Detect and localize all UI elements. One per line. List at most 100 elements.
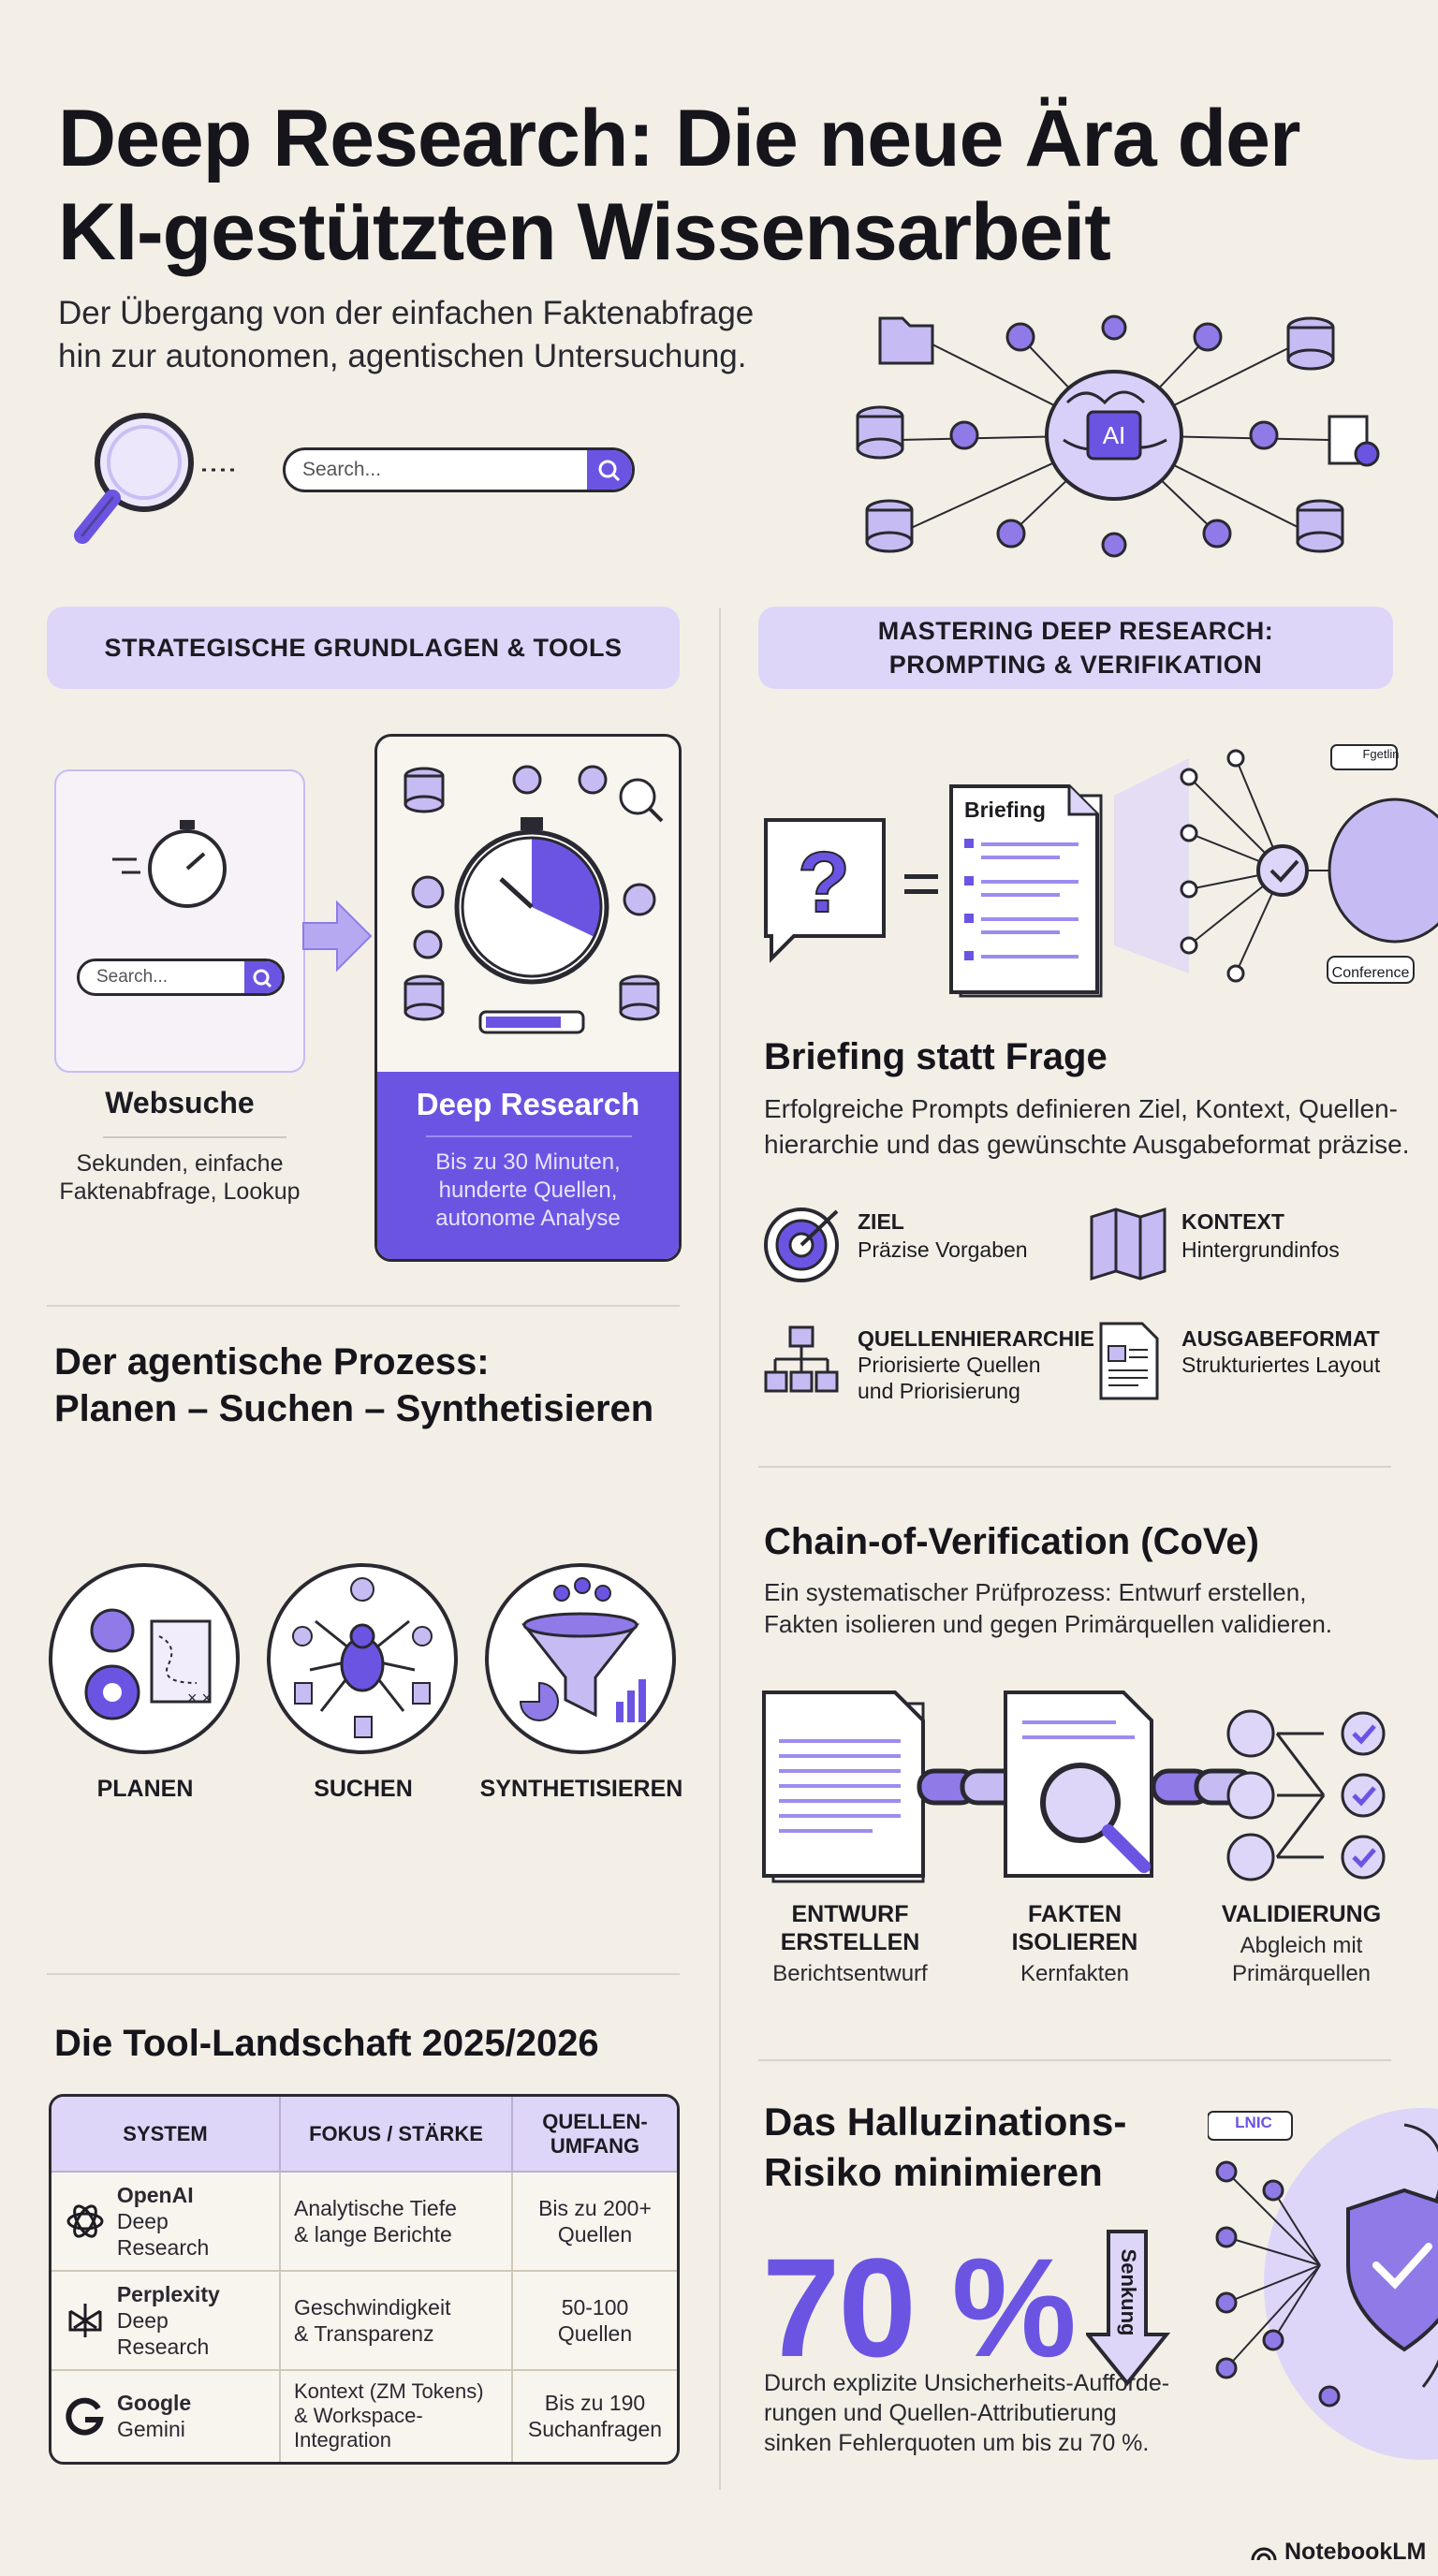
cove-step-validierung: VALIDIERUNG: [1221, 1901, 1382, 1927]
deep-research-title: Deep Research: [416, 1087, 640, 1121]
system-sub: Gemini: [117, 2417, 185, 2442]
halluc-title: Das Halluzinations-Risiko minimieren: [764, 2100, 1127, 2194]
page-title: Deep Research: Die neue Ära der KI-gestü…: [58, 92, 1369, 279]
cove-step-fakten-desc: Kernfakten: [1020, 1961, 1130, 1986]
search-button[interactable]: [587, 450, 632, 490]
system-name: Perplexity: [116, 2281, 220, 2306]
synthetisieren-funnel-icon: [485, 1563, 676, 1754]
briefing-title: Briefing statt Frage: [764, 1036, 1108, 1077]
equals-icon: [904, 874, 938, 894]
deep-research-card: Deep Research Bis zu 30 Minuten,hunderte…: [374, 734, 682, 1262]
target-icon: [764, 1208, 839, 1282]
left-divider-2: [47, 1973, 680, 1975]
websuche-search-placeholder: Search...: [96, 967, 169, 987]
cove-chain-illustration: [762, 1690, 1386, 1883]
google-logo-icon: [66, 2397, 104, 2436]
magnifier-icon: [74, 413, 234, 544]
tag-top: Fgetlin: [1362, 747, 1400, 761]
websuche-search-button[interactable]: [244, 961, 282, 993]
search-icon: [253, 969, 272, 988]
footer-brand-text: NotebookLM: [1284, 2539, 1427, 2565]
deep-research-panel: Deep Research Bis zu 30 Minuten,hunderte…: [377, 1072, 679, 1259]
system-sub: Deep Research: [116, 2208, 210, 2260]
deep-research-desc: Bis zu 30 Minuten,hunderte Quellen,auton…: [435, 1149, 621, 1231]
search-placeholder: Search...: [302, 459, 382, 480]
ai-chip-label: AI: [1103, 421, 1126, 449]
halluc-badge: LNIC: [1235, 2114, 1272, 2131]
svg-text:?: ?: [798, 835, 850, 930]
left-divider-1: [47, 1305, 680, 1307]
right-divider-1: [758, 1466, 1391, 1468]
openai-logo-icon: [66, 2204, 104, 2238]
briefing-document-icon: [949, 784, 1103, 998]
stopwatch-icon: [112, 820, 227, 908]
briefing-doc-label: Briefing: [964, 798, 1046, 822]
shield-brain-illustration: [1208, 2108, 1438, 2460]
svg-text:× ×: × ×: [187, 1689, 212, 1707]
arrow-right-icon: [302, 900, 373, 973]
planen-icon: × ×: [49, 1563, 240, 1754]
system-name: OpenAI: [116, 2182, 194, 2207]
arrow-label: Senkung: [1117, 2248, 1140, 2336]
left-section-head: STRATEGISCHE GRUNDLAGEN & TOOLS: [47, 607, 680, 689]
column-divider: [719, 608, 721, 2490]
hierarchy-icon: [764, 1325, 839, 1393]
websuche-card: Search...: [54, 769, 305, 1073]
deep-research-divider: [426, 1135, 632, 1137]
tool-table: SYSTEM FOKUS / STÄRKE QUELLEN-UMFANG Ope…: [49, 2094, 680, 2465]
title-line-2: KI-gestützten Wissensarbeit: [58, 187, 1111, 277]
step-planen: PLANEN: [96, 1776, 194, 1802]
ai-network-illustration: AI: [856, 315, 1380, 558]
system-sub: Deep Research: [116, 2307, 210, 2359]
header-search-input[interactable]: Search...: [283, 447, 635, 492]
system-name: Google: [117, 2391, 192, 2416]
page-subtitle: Der Übergang von der einfachen Faktenabf…: [58, 292, 863, 378]
map-icon: [1090, 1207, 1167, 1281]
document-format-icon: [1099, 1322, 1159, 1400]
suchen-spider-icon: [267, 1563, 458, 1754]
question-bubble-icon: ?: [764, 818, 886, 963]
websuche-title: Websuche: [105, 1086, 255, 1120]
perplexity-logo-icon: [68, 2303, 102, 2337]
tag-bottom: Conference: [1331, 965, 1410, 981]
search-icon: [598, 460, 621, 482]
col-header-sources: QUELLEN-UMFANG: [512, 2097, 677, 2173]
websuche-divider: [103, 1136, 286, 1138]
halluc-stat: 70 %: [762, 2229, 1077, 2386]
step-suchen: SUCHEN: [314, 1776, 413, 1802]
notebooklm-logo-icon: [1251, 2547, 1277, 2560]
subtitle-line-2: hin zur autonomen, agentischen Untersuch…: [58, 338, 747, 374]
cove-step-entwurf-desc: Berichtsentwurf: [772, 1961, 928, 1986]
footer-brand: NotebookLM: [1251, 2539, 1426, 2566]
cove-title: Chain-of-Verification (CoVe): [764, 1521, 1259, 1562]
right-section-head-text: MASTERING DEEP RESEARCH:PROMPTING & VERI…: [877, 617, 1274, 679]
halluc-desc: Durch explizite Unsicherheits-Aufforde-r…: [764, 2370, 1170, 2456]
subtitle-line-1: Der Übergang von der einfachen Faktenabf…: [58, 295, 755, 331]
right-divider-2: [758, 2059, 1391, 2061]
verified-network-illustration: [1114, 744, 1438, 984]
col-header-focus: FOKUS / STÄRKE: [280, 2097, 513, 2173]
arrow-down-icon: [1086, 2230, 1170, 2387]
tools-title: Die Tool-Landschaft 2025/2026: [54, 2023, 599, 2064]
col-header-system: SYSTEM: [51, 2097, 281, 2173]
title-line-1: Deep Research: Die neue Ära der: [58, 94, 1300, 183]
right-section-head: MASTERING DEEP RESEARCH:PROMPTING & VERI…: [758, 607, 1393, 689]
cove-desc: Ein systematischer Prüfprozess: Entwurf …: [764, 1578, 1333, 1638]
process-title: Der agentische Prozess:Planen – Suchen –…: [54, 1341, 654, 1429]
deep-research-stopwatch-icon: [404, 765, 664, 1034]
websuche-search-input[interactable]: Search...: [77, 959, 285, 996]
step-synthetisieren: SYNTHETISIEREN: [479, 1776, 683, 1802]
briefing-desc: Erfolgreiche Prompts definieren Ziel, Ko…: [764, 1094, 1410, 1159]
left-section-head-text: STRATEGISCHE GRUNDLAGEN & TOOLS: [104, 634, 623, 662]
